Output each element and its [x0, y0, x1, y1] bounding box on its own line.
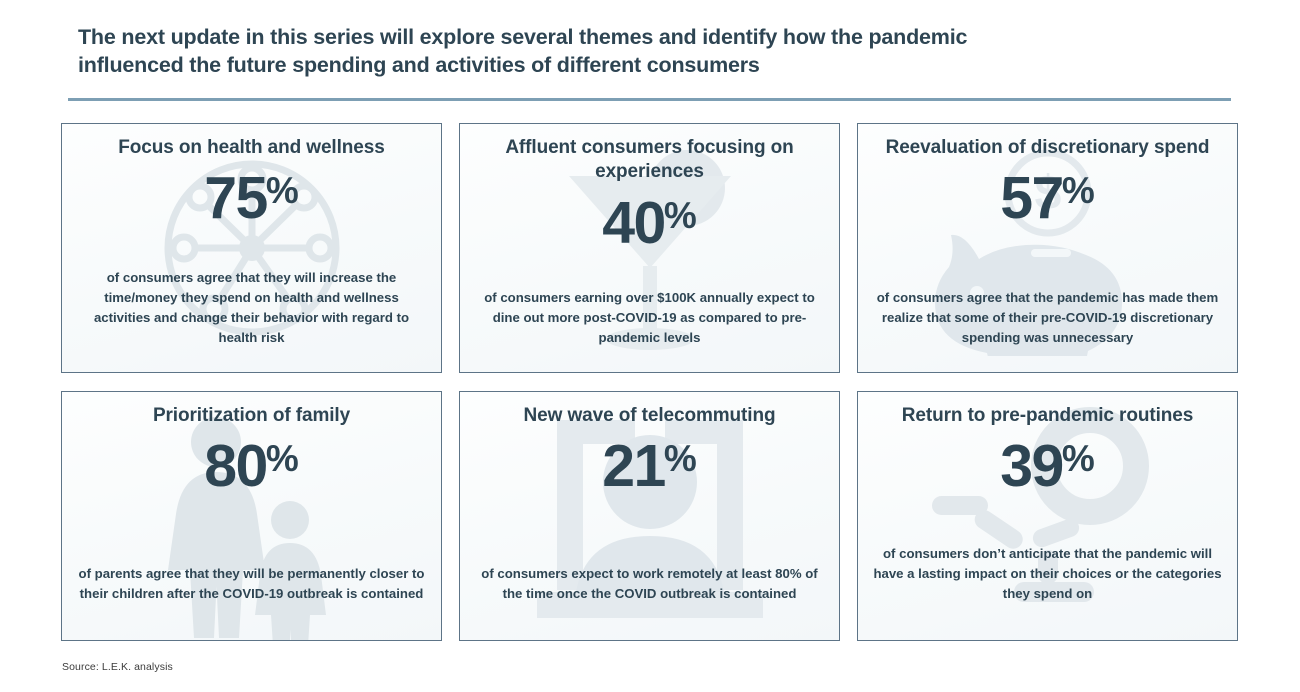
stat-value: 40 % — [602, 189, 697, 256]
stat-value: 75 % — [204, 165, 299, 232]
stat-card-title: Affluent consumers focusing on experienc… — [505, 137, 794, 183]
stat-card-discretionary-spend: $ Reevaluation of discretionary spend 57… — [857, 123, 1238, 373]
stat-card-content: Focus on health and wellness 75 % of con… — [62, 124, 441, 372]
stat-card-affluent-experiences: Affluent consumers focusing on experienc… — [459, 123, 840, 373]
stat-card-grid: Focus on health and wellness 75 % of con… — [61, 123, 1239, 641]
stat-number: 57 — [1000, 165, 1064, 232]
stat-percent-symbol: % — [1061, 438, 1095, 480]
stat-card-content: Affluent consumers focusing on experienc… — [460, 124, 839, 372]
source-note: Source: L.E.K. analysis — [62, 661, 173, 673]
stat-card-title: Prioritization of family — [152, 405, 351, 426]
stat-number: 39 — [1000, 433, 1064, 500]
stat-value: 57 % — [1000, 165, 1095, 232]
stat-value: 21 % — [602, 433, 697, 500]
stat-card-description: of consumers agree that the pandemic has… — [876, 289, 1219, 345]
stat-card-description: of consumers expect to work remotely at … — [481, 565, 818, 601]
stat-number: 40 — [602, 189, 666, 256]
stat-card-description: of parents agree that they will be perma… — [78, 565, 425, 601]
stat-card-content: Return to pre-pandemic routines 39 % of … — [858, 392, 1237, 640]
stat-card-title: Return to pre-pandemic routines — [901, 405, 1194, 426]
stat-percent-symbol: % — [1061, 170, 1095, 212]
stat-card-content: Reevaluation of discretionary spend 57 %… — [858, 124, 1237, 372]
stat-percent-symbol: % — [663, 438, 697, 480]
stat-percent-symbol: % — [663, 194, 697, 236]
stat-card-title: Reevaluation of discretionary spend — [885, 137, 1210, 158]
header: The next update in this series will expl… — [78, 24, 1226, 80]
stat-value: 39 % — [1000, 433, 1095, 500]
stat-card-health-and-wellness: Focus on health and wellness 75 % of con… — [61, 123, 442, 373]
stat-card-title: New wave of telecommuting — [523, 405, 776, 426]
stat-card-description: of consumers don’t anticipate that the p… — [873, 545, 1222, 601]
stat-card-description: of consumers agree that they will increa… — [93, 269, 410, 345]
page-title: The next update in this series will expl… — [78, 24, 1226, 80]
stat-card-content: Prioritization of family 80 % of parents… — [62, 392, 441, 640]
stat-number: 21 — [602, 433, 666, 500]
stat-number: 80 — [204, 433, 268, 500]
page-title-line-1: The next update in this series will expl… — [78, 25, 968, 49]
stat-card-description: of consumers earning over $100K annually… — [484, 289, 815, 345]
stat-card-telecommuting: New wave of telecommuting 21 % of consum… — [459, 391, 840, 641]
stat-card-title: Focus on health and wellness — [118, 137, 385, 158]
page-title-line-2: influenced the future spending and activ… — [78, 52, 760, 77]
stat-percent-symbol: % — [265, 170, 299, 212]
stat-card-content: New wave of telecommuting 21 % of consum… — [460, 392, 839, 640]
stat-card-pre-pandemic-routines: Return to pre-pandemic routines 39 % of … — [857, 391, 1238, 641]
stat-card-prioritization-of-family: Prioritization of family 80 % of parents… — [61, 391, 442, 641]
header-divider — [68, 98, 1231, 101]
stat-value: 80 % — [204, 433, 299, 500]
stat-number: 75 — [204, 165, 268, 232]
stat-percent-symbol: % — [265, 438, 299, 480]
